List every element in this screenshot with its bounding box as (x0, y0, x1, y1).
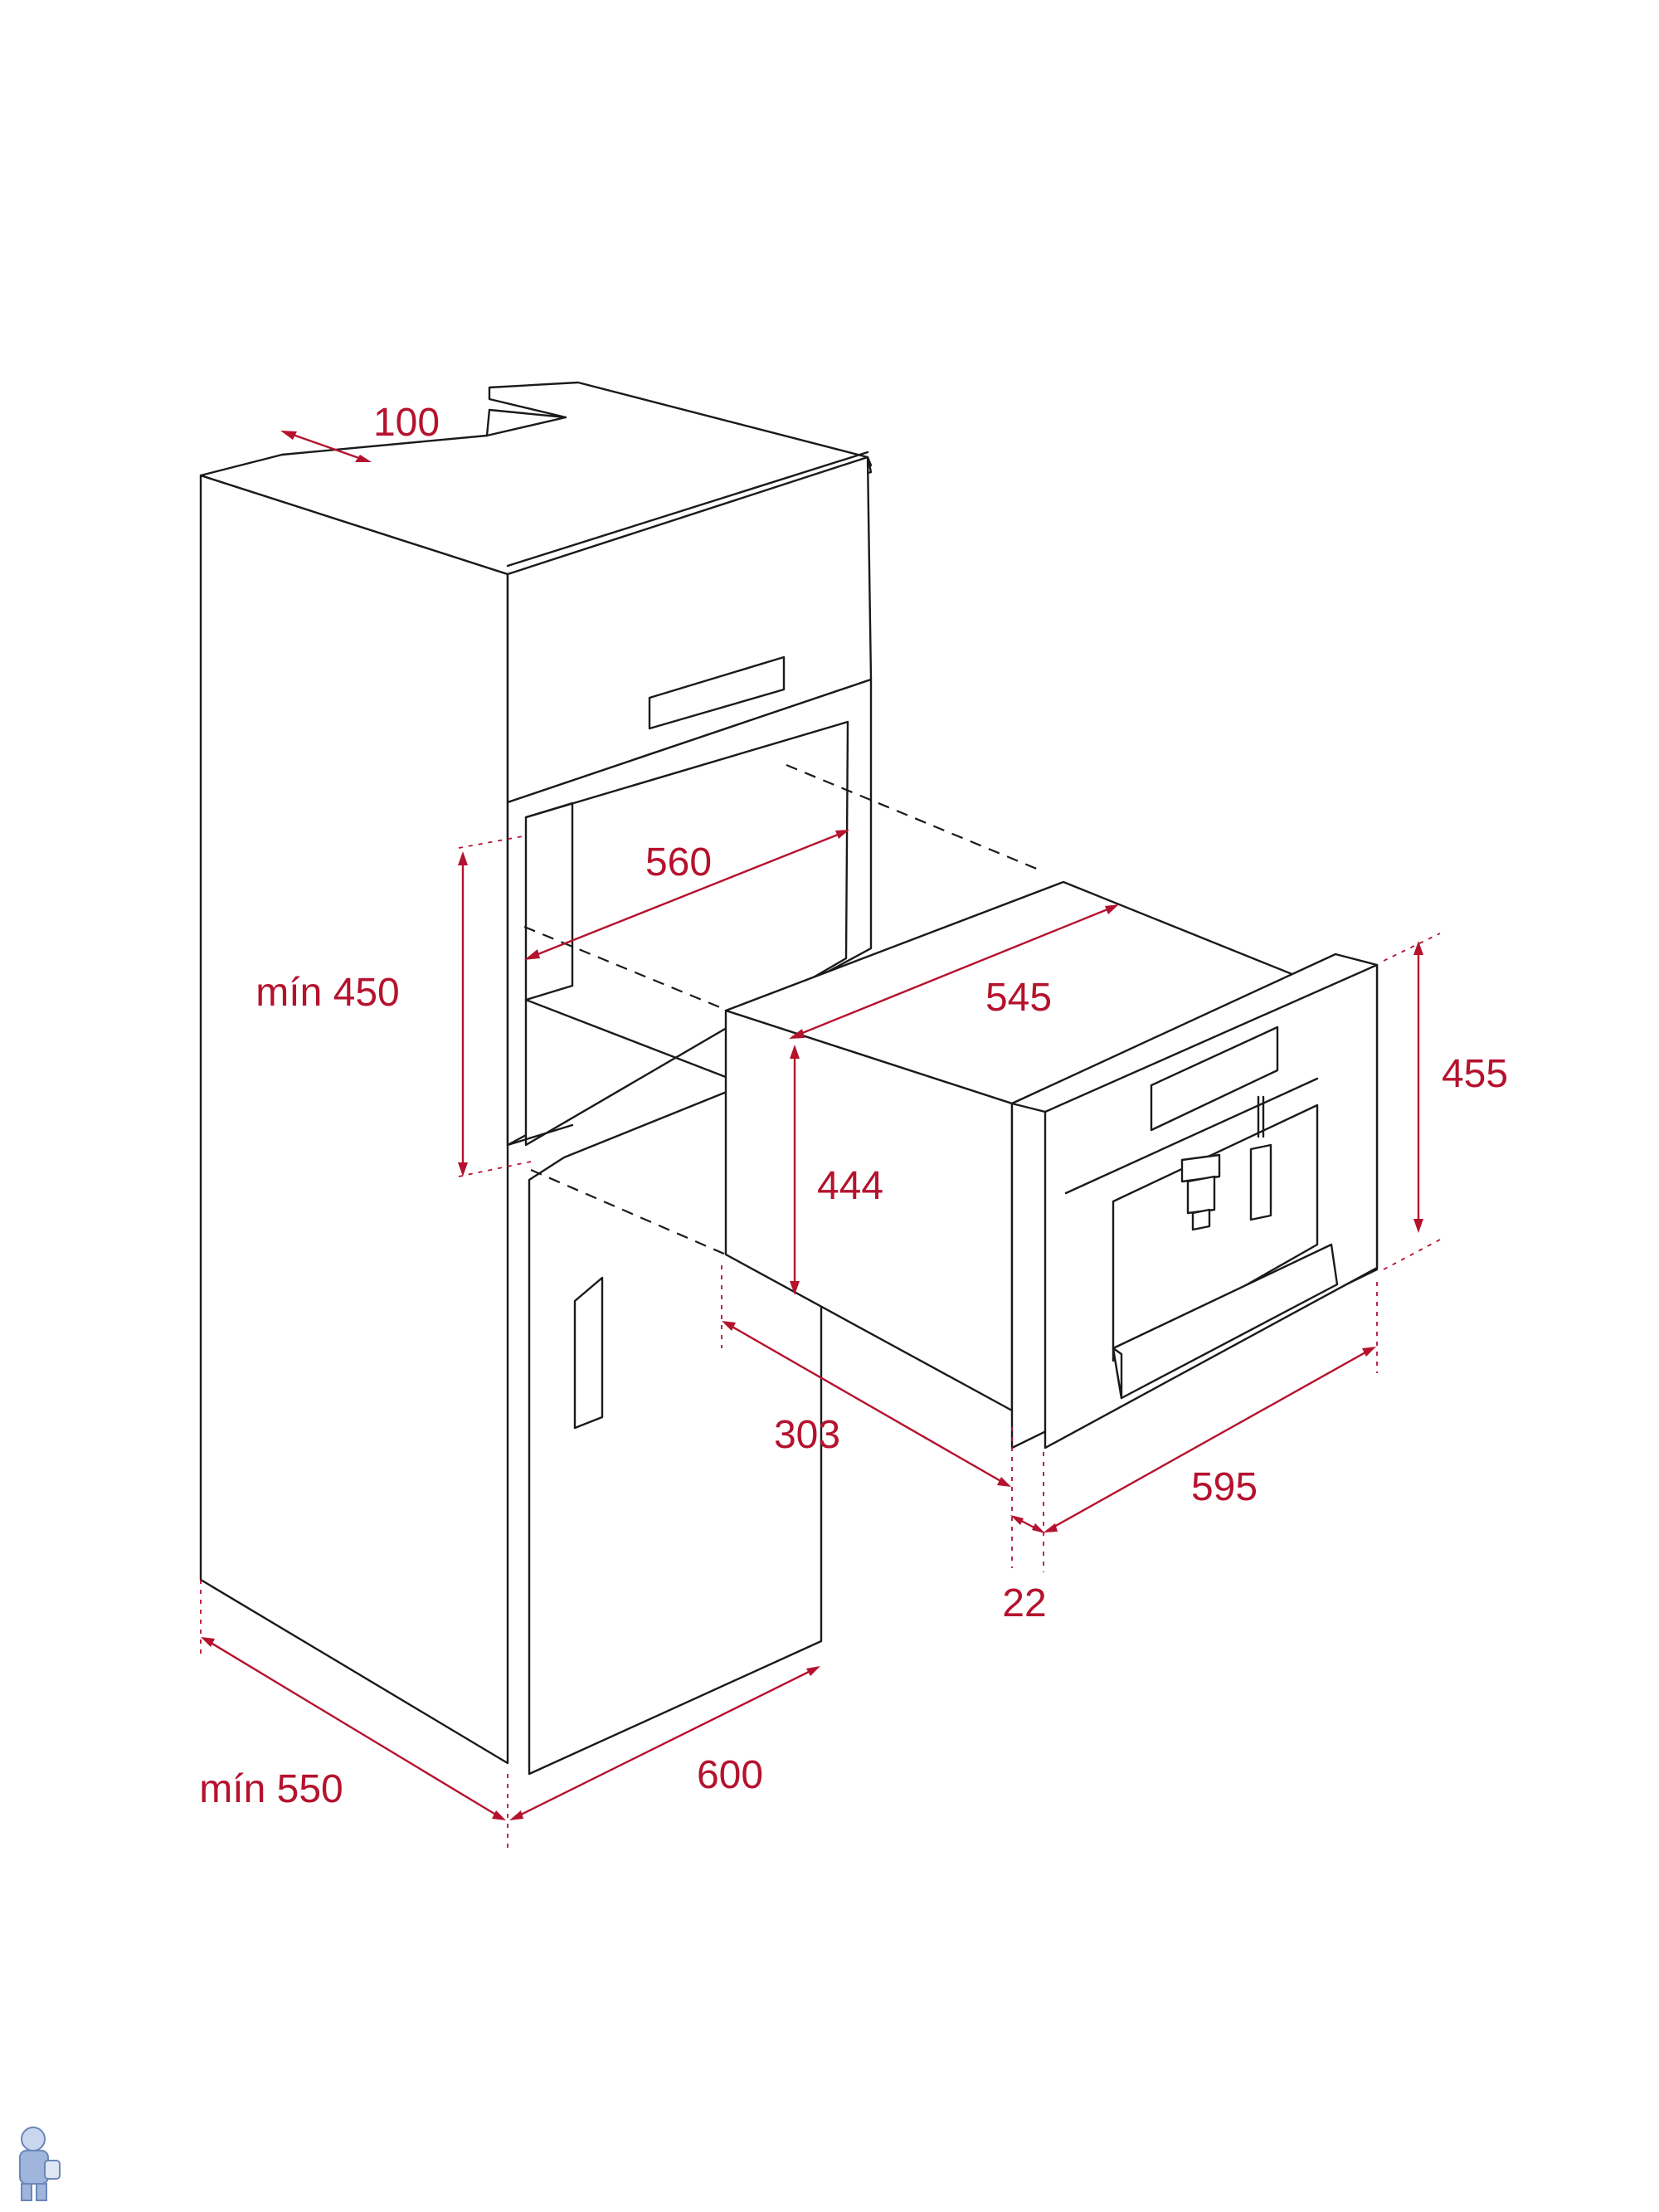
label-panel-thickness: 22 (1002, 1581, 1046, 1625)
coffee-machine (724, 880, 1379, 1449)
drawer-handle (648, 655, 786, 730)
door-handle (573, 1276, 604, 1430)
label-front-depth: 303 (774, 1413, 840, 1457)
label-cabinet-min-depth: mín 550 (199, 1767, 343, 1811)
machine-display (1150, 1026, 1279, 1132)
label-niche-width: 560 (645, 840, 712, 884)
insertion-guides (523, 763, 1039, 1256)
spout-icon (1180, 1095, 1272, 1231)
niche-opening (524, 720, 849, 1147)
label-niche-min-height: mín 450 (255, 971, 399, 1015)
cabinet-side-panel (199, 474, 509, 1765)
mascot-icon (19, 2127, 61, 2201)
label-appliance-depth: 545 (985, 976, 1052, 1020)
label-appliance-height: 444 (817, 1164, 883, 1208)
label-cabinet-width: 600 (697, 1753, 763, 1797)
label-front-width: 595 (1191, 1465, 1258, 1509)
label-top-gap: 100 (373, 401, 440, 445)
label-front-height: 455 (1442, 1052, 1508, 1096)
dimension-lines (200, 430, 1441, 1849)
dimension-labels: 100 560 mín 450 545 444 455 303 595 22 m… (199, 401, 1508, 1811)
